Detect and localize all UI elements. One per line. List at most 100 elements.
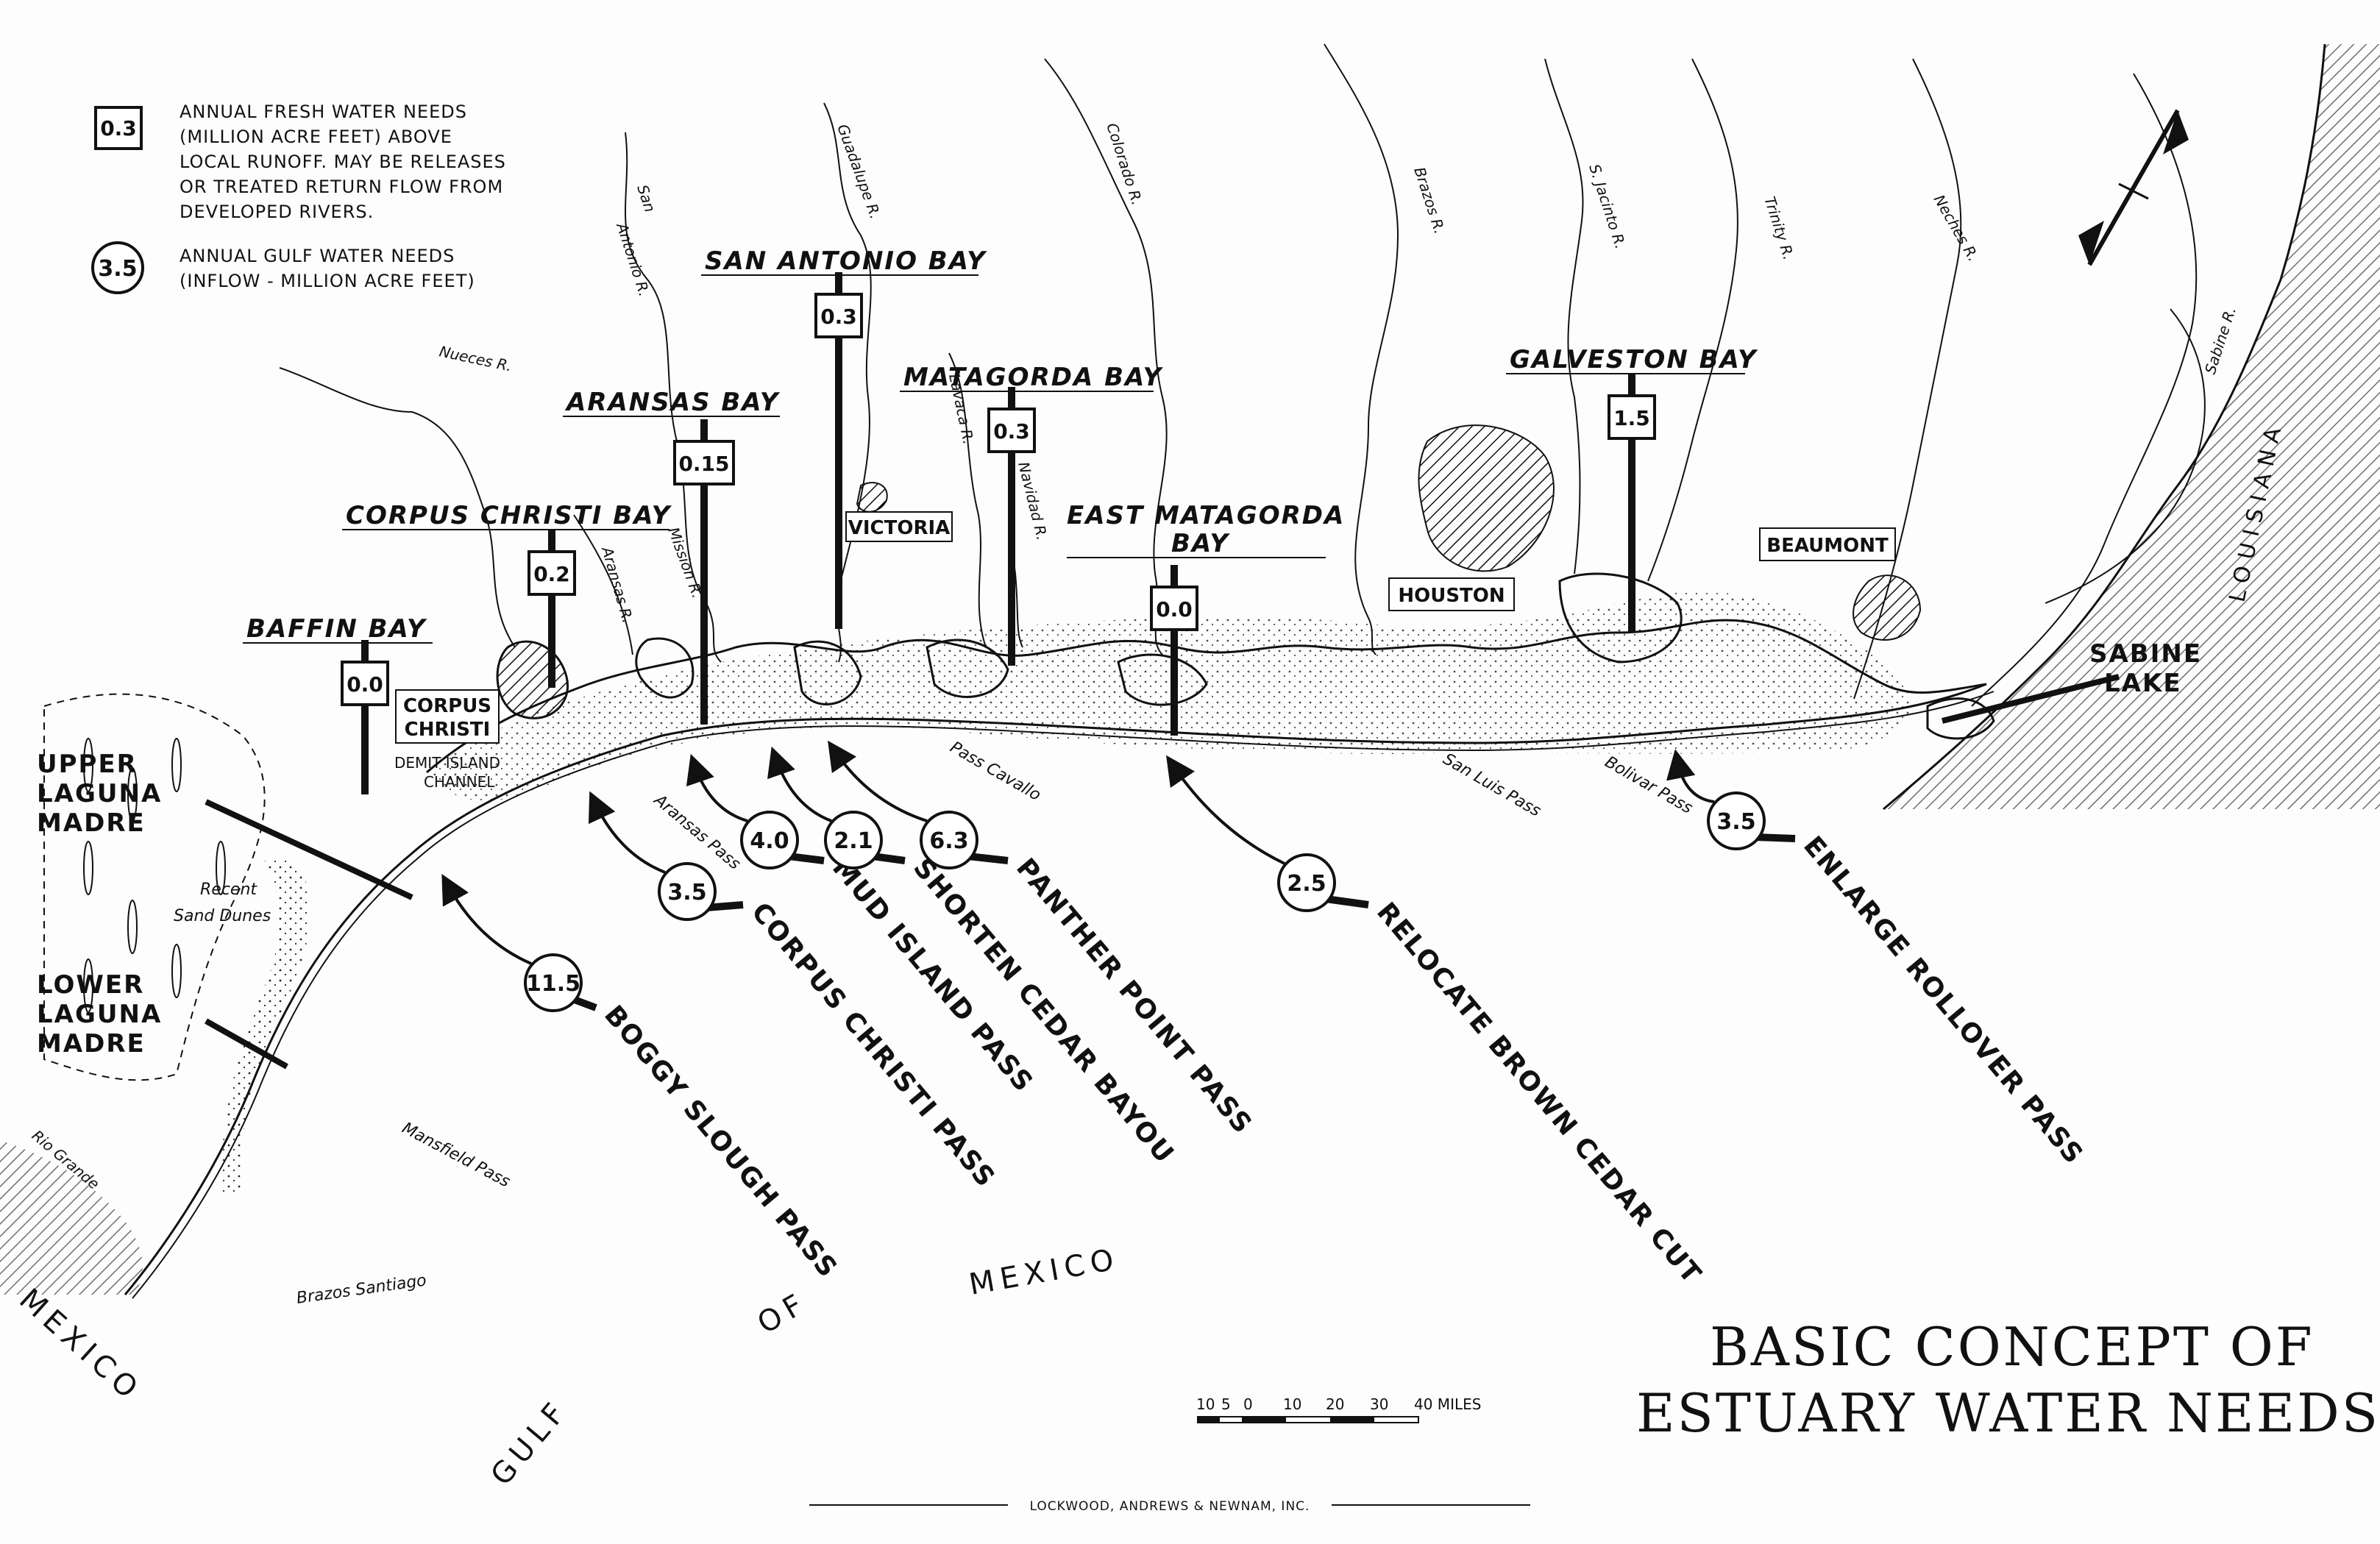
pass-aransas: Aransas Pass	[650, 790, 744, 873]
fresh-value-0: 0.0	[347, 672, 383, 697]
gulf-value-1: 3.5	[667, 880, 706, 906]
gulf-arrow-6	[1666, 749, 1715, 803]
legend-gulf-line-1: ANNUAL GULF WATER NEEDS	[180, 246, 455, 266]
river-trinity: Trinity R.	[1761, 194, 1797, 262]
river-guadalupe: Guadalupe R.	[834, 122, 884, 221]
demit-label-1: DEMIT ISLAND	[394, 754, 500, 772]
lower-lm-2: LAGUNA	[37, 1000, 162, 1029]
gulf-circle-2	[740, 811, 799, 869]
gulf-arrow-2	[686, 753, 748, 822]
scale-10a: 10	[1196, 1395, 1215, 1413]
legend: 0.3 ANNUAL FRESH WATER NEEDS (MILLION AC…	[91, 102, 505, 294]
pass-label-0: BOGGY SLOUGH PASS	[598, 1000, 843, 1284]
river-san: San	[633, 182, 658, 214]
legend-gulf-value: 3.5	[98, 256, 137, 282]
gulf-arrow-3	[767, 746, 832, 822]
scale-30: 30	[1370, 1395, 1388, 1413]
gulf-circle-5	[1277, 853, 1336, 912]
gulf-circle-0	[524, 953, 583, 1012]
title-block: BASIC CONCEPT OF ESTUARY WATER NEEDS	[1636, 1316, 2380, 1444]
beaumont-area	[1853, 574, 1922, 641]
dunes-label-1: Recent	[200, 880, 257, 899]
river-mission: Mission R.	[664, 525, 706, 601]
fresh-value-5: 0.0	[1156, 597, 1193, 622]
upper-lm-3: MADRE	[37, 808, 146, 838]
bay-label-corpus-christi: CORPUS CHRISTI BAY	[346, 501, 672, 530]
victoria-area	[856, 482, 888, 513]
fresh-value-2: 0.15	[678, 452, 729, 476]
pass-bolivar: Bolivar Pass	[1602, 753, 1696, 818]
demit-label-2: CHANNEL	[424, 773, 495, 791]
title-line-1: BASIC CONCEPT OF	[1710, 1316, 2315, 1378]
sabine-1: SABINE	[2089, 639, 2202, 669]
sand-dunes	[43, 693, 266, 1081]
gulf-circle-1	[658, 862, 717, 921]
pass-label-5: RELOCATE BROWN CEDAR CUT	[1371, 897, 1708, 1289]
pass-cavallo: Pass Cavallo	[947, 739, 1044, 805]
legend-fresh-line-5: DEVELOPED RIVERS.	[180, 202, 374, 222]
scale-10b: 10	[1283, 1395, 1301, 1413]
fresh-water-markers: 0.00.20.150.30.30.01.5	[341, 272, 1656, 794]
houston-area	[1418, 424, 1555, 572]
river-antonio: Antonio R.	[613, 219, 653, 299]
louisiana-shore	[1883, 43, 2380, 811]
fresh-value-3: 0.3	[820, 305, 857, 329]
north-arrow-icon	[2078, 109, 2189, 266]
legend-fresh-line-1: ANNUAL FRESH WATER NEEDS	[180, 102, 467, 122]
dunes-label-2: Sand Dunes	[174, 907, 271, 925]
city-corpus: CORPUS	[403, 695, 491, 717]
city-houston: HOUSTON	[1398, 585, 1505, 607]
rivers	[279, 43, 2206, 707]
pass-label-1: CORPUS CHRISTI PASS	[745, 897, 1001, 1193]
gulf-circle-4	[920, 811, 978, 869]
city-beaumont: BEAUMONT	[1766, 535, 1889, 557]
fresh-box-2	[673, 440, 735, 485]
corpus-christi-area	[497, 641, 568, 719]
lower-lm-1: LOWER	[37, 970, 144, 1000]
gulf-arrow-4	[828, 740, 928, 822]
upper-lm-2: LAGUNA	[37, 779, 162, 808]
dune-marks	[83, 738, 226, 1013]
title-line-2: ESTUARY WATER NEEDS	[1636, 1382, 2380, 1444]
fresh-value-1: 0.2	[533, 562, 570, 586]
bay-label-san-antonio: SAN ANTONIO BAY	[705, 246, 987, 276]
fresh-box-5	[1150, 586, 1198, 631]
bay-label-galveston: GALVESTON BAY	[1510, 345, 1758, 374]
river-sabine: Sabine R.	[2201, 305, 2239, 377]
scale-0: 0	[1243, 1395, 1253, 1413]
river-colorado: Colorado R.	[1103, 121, 1146, 207]
pass-brazos-santiago: Brazos Santiago	[295, 1271, 427, 1308]
gulf-value-4: 6.3	[929, 828, 968, 854]
gulf-value-2: 4.0	[750, 828, 789, 854]
bay-label-baffin: BAFFIN BAY	[246, 614, 427, 644]
bay-label-matagorda: MATAGORDA BAY	[903, 363, 1163, 392]
gulf-arrow-0	[441, 873, 532, 965]
pointer-lines	[205, 674, 2120, 1070]
river-neches: Neches R.	[1930, 192, 1983, 265]
city-victoria: VICTORIA	[848, 517, 951, 539]
pass-san-luis: San Luis Pass	[1440, 750, 1544, 821]
legend-fresh-value: 0.3	[100, 116, 137, 140]
fresh-box-6	[1608, 394, 1656, 440]
gulf-word-1: GULF	[484, 1392, 575, 1492]
gulf-bar-5	[1325, 895, 1369, 908]
sabine-2: LAKE	[2104, 669, 2182, 698]
legend-fresh-line-4: OR TREATED RETURN FLOW FROM	[180, 177, 503, 197]
river-aransas: Aransas R.	[598, 544, 637, 625]
bay-label-east-matagorda-1: EAST MATAGORDA	[1067, 501, 1345, 530]
bay-label-aransas: ARANSAS BAY	[564, 388, 781, 417]
lower-lm-3: MADRE	[37, 1029, 146, 1059]
gulf-value-0: 11.5	[526, 971, 580, 997]
gulf-word-2: OF	[752, 1286, 814, 1341]
scale-20: 20	[1326, 1395, 1344, 1413]
gulf-word-3: MEXICO	[967, 1242, 1122, 1302]
fresh-value-6: 1.5	[1613, 406, 1650, 430]
scale-5: 5	[1221, 1395, 1231, 1413]
scale-bar: 10 5 0 10 20 30 40 MILES	[1196, 1395, 1481, 1423]
fresh-box-3	[814, 293, 863, 338]
gulf-value-6: 3.5	[1716, 809, 1755, 835]
gulf-circle-3	[824, 811, 883, 869]
gulf-value-5: 2.5	[1287, 871, 1326, 897]
river-nueces: Nueces R.	[438, 342, 514, 374]
bay-labels: BAFFIN BAY CORPUS CHRISTI BAY ARANSAS BA…	[243, 246, 1758, 644]
